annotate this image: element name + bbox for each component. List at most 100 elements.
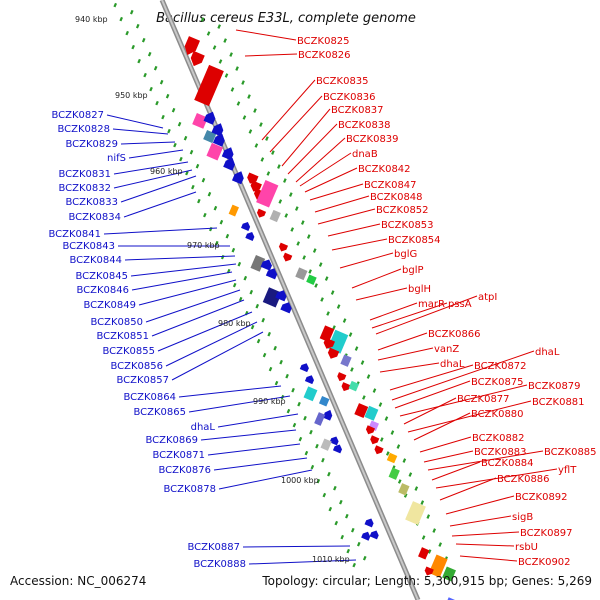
tick-mark <box>267 331 271 337</box>
tick-mark <box>318 262 323 267</box>
gene-label-right: BCZK0838 <box>338 120 391 131</box>
tick-mark <box>167 128 171 134</box>
gene-feature <box>211 123 224 137</box>
kbp-label: 950 kbp <box>115 91 148 100</box>
tick-mark <box>295 206 299 211</box>
kbp-label: 1000 kbp <box>281 476 319 485</box>
tick-mark <box>213 205 218 211</box>
leader-line <box>377 332 428 351</box>
gene-label-right: BCZK0866 <box>428 329 481 340</box>
gene-label-right: BCZK0902 <box>518 557 571 568</box>
tick-mark <box>173 142 177 148</box>
tick-mark <box>314 283 318 288</box>
gene-feature <box>386 452 398 464</box>
tick-mark <box>300 220 305 225</box>
gene-label-left: BCZK0844 <box>69 255 122 266</box>
tick-mark <box>266 171 271 176</box>
tick-mark <box>177 121 182 127</box>
leader-line <box>375 295 478 335</box>
leader-line <box>130 263 237 277</box>
tick-mark <box>250 324 255 330</box>
gene-features <box>184 36 458 600</box>
tick-mark <box>310 464 315 470</box>
gene-feature <box>241 222 251 231</box>
leader-line <box>369 302 418 321</box>
tick-mark <box>380 437 384 442</box>
tick-mark <box>333 485 337 491</box>
tick-mark <box>336 304 341 309</box>
gene-label-left: BCZK0876 <box>158 465 211 476</box>
gene-label-right: BCZK0897 <box>520 528 573 539</box>
gene-label-left: BCZK0843 <box>62 241 115 252</box>
gene-label-left: BCZK0869 <box>145 435 198 446</box>
gene-label-right: dhaL <box>440 359 465 370</box>
kbp-label: 960 kbp <box>150 167 183 176</box>
gene-label-right: BCZK0885 <box>544 447 597 458</box>
gene-label-left: BCZK0832 <box>58 183 111 194</box>
tick-mark <box>223 38 227 43</box>
tick-mark <box>366 374 371 379</box>
gene-label-right: atpI <box>478 292 497 303</box>
tick-mark <box>249 289 254 295</box>
tick-mark <box>396 444 401 449</box>
gene-feature <box>247 172 259 184</box>
tick-mark <box>200 17 205 22</box>
tick-mark <box>308 269 312 274</box>
gene-feature <box>348 380 360 392</box>
gene-feature <box>275 290 287 302</box>
leader-line <box>339 252 394 269</box>
gene-feature <box>418 547 430 560</box>
leader-line <box>131 271 233 291</box>
gene-feature <box>203 129 217 144</box>
leader-line <box>379 362 440 373</box>
tick-mark <box>268 366 273 372</box>
tick-mark <box>306 234 311 239</box>
leader-line <box>165 321 258 367</box>
tick-mark <box>315 443 319 449</box>
tick-mark <box>348 332 353 337</box>
gene-feature <box>295 267 308 281</box>
gene-feature <box>265 268 278 280</box>
gene-label-right: dhaL <box>535 347 560 358</box>
tick-mark <box>141 37 146 43</box>
tick-mark <box>197 198 201 204</box>
tick-mark <box>147 51 152 57</box>
tick-mark <box>290 227 295 232</box>
leader-line <box>103 227 218 235</box>
tick-mark <box>372 388 377 393</box>
gene-feature <box>329 436 339 446</box>
gene-label-left: BCZK0845 <box>75 271 128 282</box>
tick-mark <box>135 23 140 29</box>
gene-feature <box>203 111 216 125</box>
tick-mark <box>171 107 176 113</box>
gene-feature <box>332 444 343 454</box>
tick-mark <box>241 80 245 85</box>
leader-line <box>389 364 474 391</box>
tick-mark <box>195 163 200 169</box>
tick-mark <box>125 30 129 36</box>
tick-mark <box>191 184 195 190</box>
gene-label-left: BCZK0887 <box>187 542 240 553</box>
gene-label-right: bglG <box>394 249 417 260</box>
gene-feature <box>320 438 332 451</box>
tick-mark <box>342 318 347 323</box>
gene-label-right: BCZK0853 <box>381 220 434 231</box>
leader-line <box>287 123 338 175</box>
tick-mark <box>262 352 267 358</box>
tick-mark <box>303 415 307 421</box>
leader-line <box>200 429 297 441</box>
tick-mark <box>218 59 223 64</box>
gene-label-left: BCZK0828 <box>57 124 110 135</box>
tick-mark <box>354 346 359 351</box>
tick-mark <box>273 345 277 351</box>
tick-mark <box>149 86 153 92</box>
tick-mark <box>351 527 355 533</box>
gene-label-right: BCZK0892 <box>515 492 568 503</box>
gene-feature <box>299 363 309 373</box>
gene-feature <box>206 142 223 161</box>
tick-mark <box>236 101 241 106</box>
tick-mark <box>352 562 356 568</box>
gene-feature <box>340 354 352 367</box>
tick-mark <box>207 191 212 197</box>
